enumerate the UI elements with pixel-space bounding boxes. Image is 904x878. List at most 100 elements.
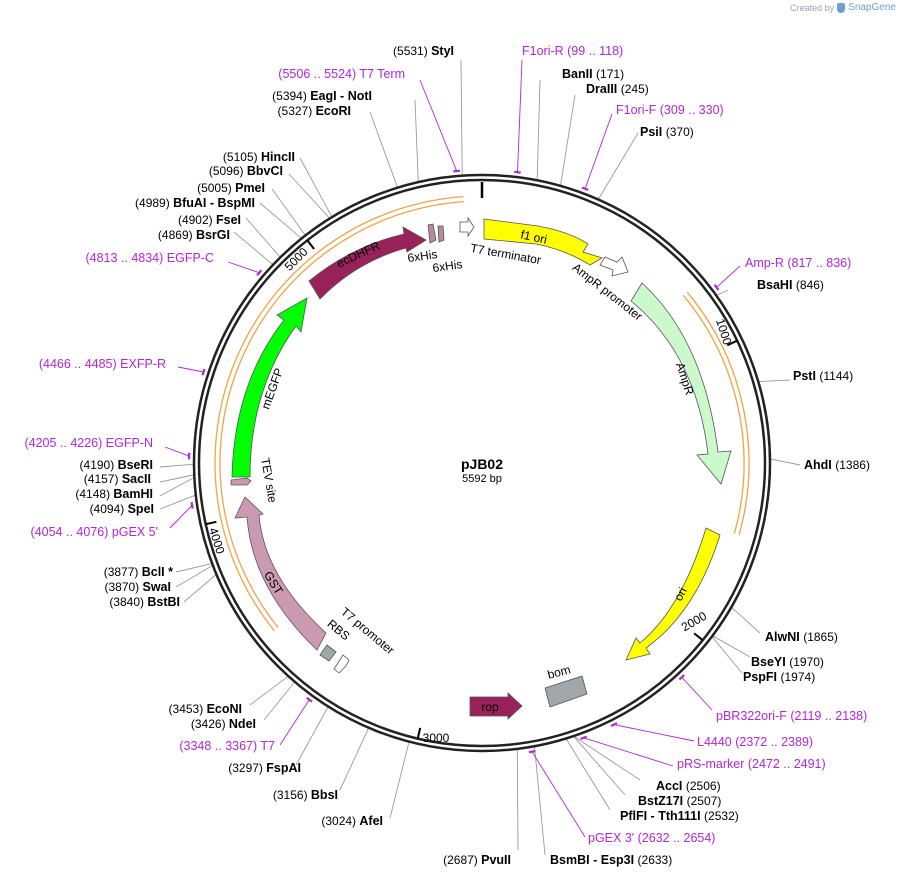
primer-label[interactable]: (4054 .. 4076) pGEX 5' <box>31 525 158 539</box>
primer-label[interactable]: pGEX 3' (2632 .. 2654) <box>588 831 715 845</box>
restriction-site-label[interactable]: (3453) EcoNI <box>169 702 242 716</box>
site-leader-line <box>369 111 398 187</box>
snapgene-watermark: Created by SnapGene <box>790 2 896 13</box>
restriction-site-label[interactable]: (3877) BclI * <box>104 565 173 579</box>
restriction-site-label[interactable]: (5005) PmeI <box>197 181 265 195</box>
primer-label[interactable]: pRS-marker (2472 .. 2491) <box>677 757 826 771</box>
restriction-site-label[interactable]: (5394) EagI - NotI <box>272 89 372 103</box>
orf-arcs <box>214 195 750 632</box>
feature-label: 6xHis <box>432 257 464 275</box>
scale-tick <box>205 520 217 526</box>
restriction-site-label[interactable]: BstZ17I (2507) <box>638 794 721 808</box>
primer-mark <box>528 750 536 754</box>
feature-t7-terminator[interactable] <box>459 216 475 238</box>
restriction-site-label[interactable]: (3426) NdeI <box>191 717 256 731</box>
restriction-site-label[interactable]: (4902) FseI <box>178 213 241 227</box>
restriction-site-label[interactable]: (3870) SwaI <box>104 580 171 594</box>
restriction-site-label[interactable]: (5327) EcoRI <box>278 104 351 118</box>
feature-tev-site[interactable] <box>230 477 252 486</box>
restriction-site-label[interactable]: (3156) BbsI <box>273 788 338 802</box>
site-leader-line <box>713 635 751 658</box>
feature-label: T7 terminator <box>469 241 542 267</box>
restriction-site-label[interactable]: AccI (2506) <box>656 779 721 793</box>
primer-label[interactable]: (4813 .. 4834) EGFP-C <box>85 251 214 265</box>
restriction-site-label[interactable]: BseYI (1970) <box>751 655 824 669</box>
feature-megfp[interactable] <box>231 297 308 478</box>
primer-leader-line <box>169 504 193 529</box>
restriction-site-label[interactable]: AhdI (1386) <box>804 458 870 472</box>
restriction-site-label[interactable]: (4094) SpeI <box>90 502 154 516</box>
feature-ecdhfr[interactable] <box>308 226 427 300</box>
restriction-site-label[interactable]: BsmBI - Esp3I (2633) <box>550 853 672 867</box>
feature-label: TEV site <box>258 457 280 504</box>
primer-label[interactable]: F1ori-F (309 .. 330) <box>616 103 724 117</box>
restriction-site-label[interactable]: PstI (1144) <box>793 369 853 383</box>
site-leader-line <box>175 565 213 588</box>
restriction-site-label[interactable]: BanII (171) <box>562 67 624 81</box>
watermark-prefix: Created by <box>790 2 835 13</box>
feature-ampr[interactable] <box>630 282 732 485</box>
restriction-site-label[interactable]: (5105) HincII <box>223 150 295 164</box>
site-leader-line <box>536 79 541 180</box>
primer-label[interactable]: (4466 .. 4485) EXFP-R <box>39 357 166 371</box>
restriction-site-label[interactable]: (4148) BamHI <box>75 487 153 501</box>
primer-label[interactable]: Amp-R (817 .. 836) <box>745 256 851 270</box>
site-leader-line <box>339 728 369 791</box>
restriction-site-label[interactable]: (3840) BstBI <box>109 595 180 609</box>
restriction-site-label[interactable]: AlwNI (1865) <box>765 630 838 644</box>
restriction-site-label[interactable]: (4190) BseRI <box>80 458 153 472</box>
restriction-site-label[interactable]: (3024) AfeI <box>321 814 383 828</box>
site-leader-line <box>573 736 626 796</box>
primer-label[interactable]: (5506 .. 5524) T7 Term <box>278 67 405 81</box>
primer-label[interactable]: F1ori-R (99 .. 118) <box>522 44 623 58</box>
restriction-site-label[interactable]: DraIII (245) <box>586 82 649 96</box>
feature-f1-ori[interactable] <box>483 218 603 266</box>
primer-leader-line <box>227 261 260 274</box>
feature-t7-promoter[interactable] <box>333 654 350 674</box>
site-leader-line <box>770 458 801 466</box>
primer-mark <box>256 269 263 276</box>
restriction-site-label[interactable]: PsiI (370) <box>640 125 694 139</box>
feature-ampr-promoter[interactable] <box>599 256 629 277</box>
site-leader-line <box>233 231 273 265</box>
feature-label: f1 ori <box>519 227 548 246</box>
site-leader-line <box>560 94 576 185</box>
site-leader-line <box>574 736 641 781</box>
feature-bom[interactable] <box>544 675 588 708</box>
feature-label: AmpR promoter <box>570 260 645 323</box>
site-leader-line <box>245 217 281 257</box>
primer-label[interactable]: (3348 .. 3367) T7 <box>179 739 275 753</box>
primer-leader-line <box>716 265 741 288</box>
site-leader-line <box>414 99 419 182</box>
restriction-site-label[interactable]: (4989) BfuAI - BspMI <box>135 196 255 210</box>
primer-leader-line <box>531 751 586 838</box>
feature-ori[interactable] <box>625 527 721 661</box>
restriction-site-label[interactable]: (4157) SacII <box>84 472 151 486</box>
restriction-site-label[interactable]: (3297) FspAI <box>228 761 301 775</box>
scale-tick <box>416 727 422 739</box>
primer-label[interactable]: L4440 (2372 .. 2389) <box>697 735 813 749</box>
primer-mark <box>201 368 206 376</box>
primer-leader-line <box>279 699 310 746</box>
primer-label[interactable]: (4205 .. 4226) EGFP-N <box>24 436 153 450</box>
feature-6xhis-2[interactable] <box>437 225 445 243</box>
site-leader-line <box>263 682 295 721</box>
feature-6xhis-1[interactable] <box>427 223 437 244</box>
feature-rbs[interactable] <box>319 644 337 662</box>
feature-label: rop <box>481 700 499 714</box>
primer-label[interactable]: pBR322ori-F (2119 .. 2138) <box>716 709 867 723</box>
restriction-site-label[interactable]: (4869) BsrGI <box>158 228 230 242</box>
feature-rop[interactable] <box>469 692 523 720</box>
orf-outline <box>219 200 464 628</box>
primer-leader-line <box>584 113 613 189</box>
restriction-site-label[interactable]: (2687) PvuII <box>443 853 511 867</box>
feature-gst[interactable] <box>234 496 327 651</box>
restriction-site-label[interactable]: PspFI (1974) <box>743 670 815 684</box>
restriction-site-label[interactable]: (5531) StyI <box>393 44 454 58</box>
restriction-site-label[interactable]: BsaHI (846) <box>757 278 824 292</box>
restriction-site-label[interactable]: PflFI - Tth111I (2532) <box>620 809 739 823</box>
primer-mark <box>610 722 618 727</box>
primer-marks <box>187 169 720 754</box>
restriction-site-label[interactable]: (5096) BbvCI <box>209 164 283 178</box>
